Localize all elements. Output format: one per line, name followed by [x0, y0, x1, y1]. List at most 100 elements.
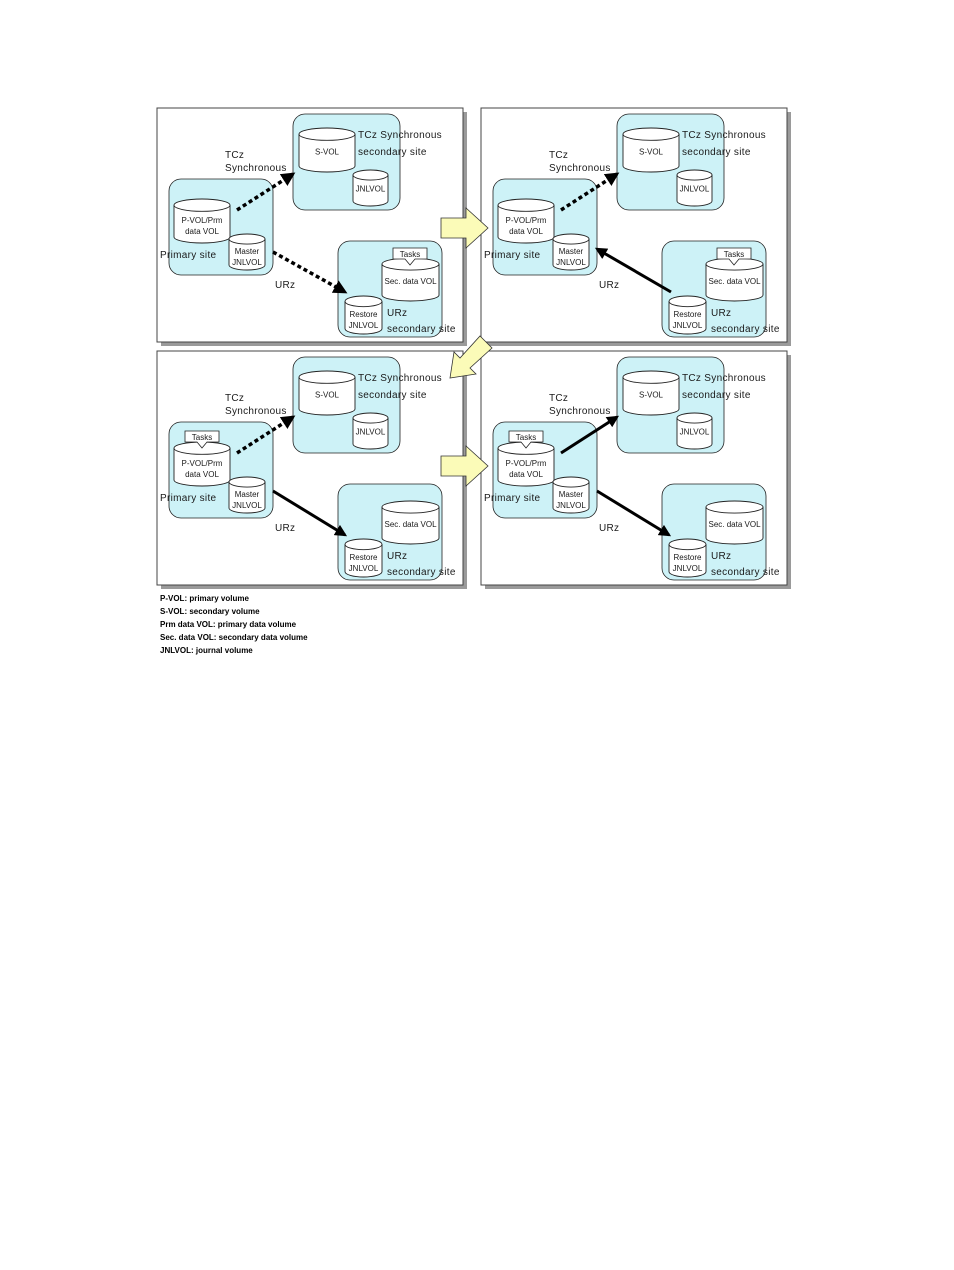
urz-link [594, 247, 672, 294]
s-vol-volume: S-VOL [622, 127, 680, 173]
tasks-callout: Tasks [392, 247, 428, 266]
tcz-jnlvol-volume: JNLVOL [352, 169, 389, 207]
volume-label: JNLVOL [356, 185, 386, 194]
tcz-secondary-label: secondary site [358, 147, 427, 158]
volume-label: JNLVOL [349, 321, 379, 330]
tcz-synchronous-label: Synchronous [225, 406, 287, 417]
volume-label: S-VOL [315, 147, 340, 156]
urz-secondary-label: secondary site [711, 567, 780, 578]
volume-label: JNLVOL [232, 258, 262, 267]
tcz-secondary-label: secondary site [358, 390, 427, 401]
tcz-synchronous-label: Synchronous [549, 163, 611, 174]
legend-item-jnlvol: JNLVOL: journal volume [160, 646, 253, 655]
volume-label: data VOL [185, 470, 219, 479]
pvol-volume: P-VOL/Prm data VOL [173, 441, 231, 487]
tasks-label: Tasks [724, 250, 744, 259]
tcz-synchronous-label: TCz [549, 393, 568, 404]
volume-label: S-VOL [639, 147, 664, 156]
sec-data-vol-volume: Sec. data VOL [381, 500, 440, 545]
urz-label: URz [275, 523, 295, 534]
tcz-jnlvol-volume: JNLVOL [676, 412, 713, 450]
volume-label: S-VOL [315, 390, 340, 399]
volume-label: Restore [349, 310, 378, 319]
urz-secondary-label: URz [711, 551, 731, 562]
volume-label: JNLVOL [349, 564, 379, 573]
volume-label: data VOL [509, 227, 543, 236]
tcz-synchronous-label: Synchronous [549, 406, 611, 417]
volume-label: P-VOL/Prm [182, 216, 223, 225]
sec-data-vol-volume: Sec. data VOL [381, 257, 440, 302]
primary-site-label: Primary site [160, 493, 217, 504]
volume-label: JNLVOL [673, 564, 703, 573]
flow-arrow-down-left [449, 335, 493, 379]
tasks-callout: Tasks [184, 430, 220, 449]
volume-label: Restore [349, 553, 378, 562]
volume-label: Master [559, 247, 584, 256]
volume-label: Sec. data VOL [384, 520, 437, 529]
scenario-panel-2: S-VOL JNLVOL TCz Synchronous secondary site… [480, 107, 791, 346]
tcz-secondary-label: TCz Synchronous [682, 373, 766, 384]
flow-arrow-right-2 [440, 445, 489, 487]
flow-arrow-right-1 [440, 207, 489, 249]
legend-item-sec-data-vol: Sec. data VOL: secondary data volume [160, 633, 308, 642]
urz-label: URz [599, 523, 619, 534]
tcz-synchronous-label: TCz [225, 150, 244, 161]
volume-label: Master [235, 247, 260, 256]
volume-label: Sec. data VOL [708, 277, 761, 286]
primary-site-label: Primary site [160, 250, 217, 261]
volume-label: S-VOL [639, 390, 664, 399]
scenario-panel-1: S-VOL JNLVOL TCz Synchronous secondary site… [156, 107, 467, 346]
volume-label: P-VOL/Prm [506, 216, 547, 225]
urz-link [596, 489, 672, 537]
s-vol-volume: S-VOL [622, 370, 680, 416]
volume-label: JNLVOL [556, 258, 586, 267]
volume-label: JNLVOL [556, 501, 586, 510]
sec-data-vol-volume: Sec. data VOL [705, 500, 764, 545]
legend-item-prm-data-vol: Prm data VOL: primary data volume [160, 620, 297, 629]
volume-label: JNLVOL [232, 501, 262, 510]
legend-item-svol: S-VOL: secondary volume [160, 607, 260, 616]
s-vol-volume: S-VOL [298, 127, 356, 173]
tcz-secondary-label: secondary site [682, 390, 751, 401]
tcz-secondary-label: TCz Synchronous [682, 130, 766, 141]
legend: P-VOL: primary volume S-VOL: secondary v… [160, 592, 308, 657]
tcz-secondary-label: TCz Synchronous [358, 130, 442, 141]
volume-label: Sec. data VOL [384, 277, 437, 286]
urz-secondary-label: URz [387, 308, 407, 319]
tcz-secondary-label: secondary site [682, 147, 751, 158]
tasks-label: Tasks [400, 250, 420, 259]
urz-secondary-label: secondary site [711, 324, 780, 335]
volume-label: Master [559, 490, 584, 499]
tcz-synchronous-label: TCz [549, 150, 568, 161]
scenario-panel-4: S-VOL JNLVOL TCz Synchronous secondary site… [480, 350, 791, 589]
volume-label: Sec. data VOL [708, 520, 761, 529]
s-vol-volume: S-VOL [298, 370, 356, 416]
urz-secondary-label: URz [711, 308, 731, 319]
primary-site-label: Primary site [484, 493, 541, 504]
tcz-synchronous-label: Synchronous [225, 163, 287, 174]
volume-label: P-VOL/Prm [182, 459, 223, 468]
volume-label: Master [235, 490, 260, 499]
volume-label: P-VOL/Prm [506, 459, 547, 468]
scenario-panel-3: S-VOL JNLVOL TCz Synchronous secondary site… [156, 350, 467, 589]
pvol-volume: P-VOL/Prm data VOL [497, 198, 555, 244]
urz-secondary-label: secondary site [387, 567, 456, 578]
tcz-jnlvol-volume: JNLVOL [676, 169, 713, 207]
volume-label: data VOL [185, 227, 219, 236]
urz-link [272, 489, 348, 537]
volume-label: JNLVOL [673, 321, 703, 330]
tcz-synchronous-label: TCz [225, 393, 244, 404]
volume-label: JNLVOL [680, 185, 710, 194]
urz-secondary-label: secondary site [387, 324, 456, 335]
urz-label: URz [599, 280, 619, 291]
tasks-label: Tasks [192, 433, 212, 442]
volume-label: Restore [673, 553, 702, 562]
